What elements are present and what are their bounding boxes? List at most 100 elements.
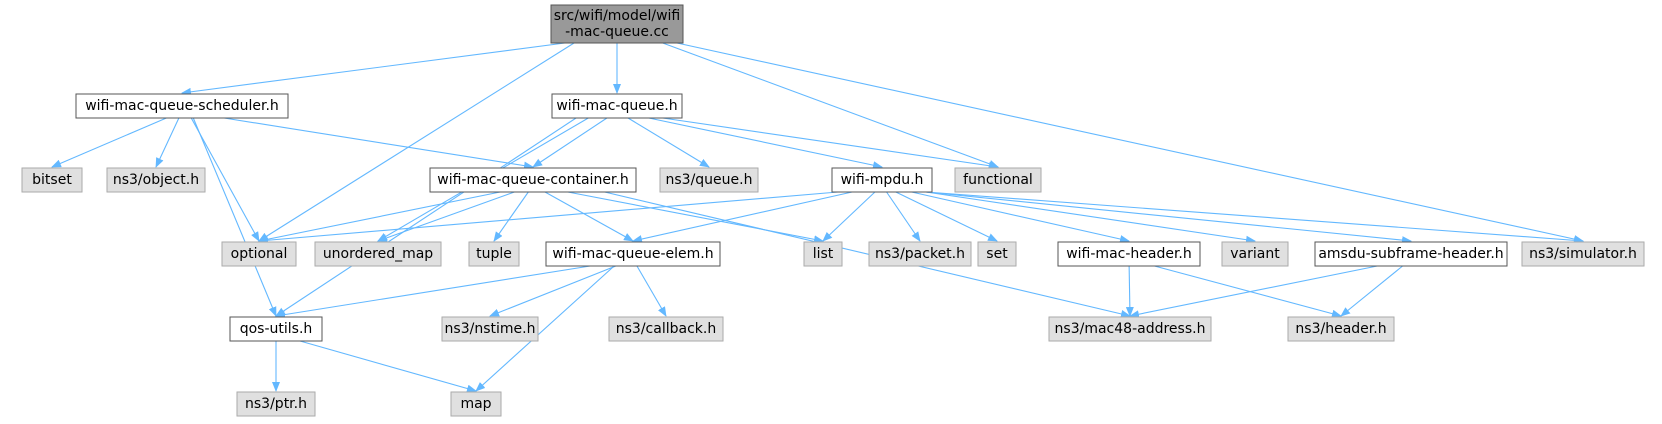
node-box-root [550, 4, 684, 44]
node-label-functional: functional [963, 172, 1033, 188]
node-box-packet [868, 241, 972, 267]
node-nstime: ns3/nstime.h [441, 316, 539, 342]
node-label-machdr: wifi-mac-header.h [1066, 246, 1192, 262]
node-label-simulator: ns3/simulator.h [1529, 246, 1637, 262]
node-box-elem [545, 241, 721, 267]
edge-machdr-to-mac48 [1125, 265, 1134, 317]
node-bitset: bitset [21, 167, 83, 193]
edge-container-to-umap [377, 191, 515, 242]
edge-sched-to-container [224, 117, 534, 170]
node-object: ns3/object.h [106, 167, 206, 193]
edge-mpdu-to-variant [925, 191, 1256, 244]
node-root[interactable]: src/wifi/model/wifi-mac-queue.cc [550, 4, 684, 44]
node-list: list [803, 241, 843, 267]
edges-layer [51, 42, 1584, 393]
node-label-tuple: tuple [476, 246, 512, 262]
edge-container-to-optional [258, 191, 501, 244]
node-label-list: list [813, 246, 834, 262]
node-box-tuple [468, 241, 520, 267]
edge-container-to-elem [544, 191, 634, 242]
node-sched[interactable]: wifi-mac-queue-scheduler.h [75, 93, 289, 119]
node-label-root-1: -mac-queue.cc [565, 24, 669, 40]
node-label-elem: wifi-mac-queue-elem.h [552, 246, 713, 262]
node-box-set [977, 241, 1017, 267]
edge-mpdu-to-set [895, 191, 998, 242]
node-box-callback [608, 316, 724, 342]
node-box-map [450, 391, 502, 417]
edge-elem-to-nstime [489, 265, 617, 317]
node-mac48: ns3/mac48-address.h [1048, 316, 1212, 342]
node-label-root-0: src/wifi/model/wifi [554, 8, 681, 24]
edge-mpdu-to-optional [258, 191, 839, 245]
node-box-nstime [441, 316, 539, 342]
node-box-amsdu [1314, 241, 1508, 267]
node-label-qos: qos-utils.h [240, 321, 313, 337]
node-qos[interactable]: qos-utils.h [229, 316, 323, 342]
node-mpdu[interactable]: wifi-mpdu.h [831, 167, 933, 193]
node-label-variant: variant [1230, 246, 1280, 262]
node-box-queue [551, 93, 683, 119]
edge-container-to-mac48 [604, 191, 1131, 318]
node-amsdu[interactable]: amsdu-subframe-header.h [1314, 241, 1508, 267]
node-box-ptr [236, 391, 316, 417]
node-variant: variant [1221, 241, 1289, 267]
node-label-optional: optional [231, 246, 288, 262]
edge-sched-to-qos [192, 117, 277, 317]
node-ptr: ns3/ptr.h [236, 391, 316, 417]
edge-mpdu-to-packet [886, 191, 921, 242]
node-container[interactable]: wifi-mac-queue-container.h [429, 167, 637, 193]
edge-mpdu-to-simulator [925, 191, 1584, 245]
node-label-sched: wifi-mac-queue-scheduler.h [85, 98, 279, 114]
edge-elem-to-qos [275, 265, 591, 319]
edge-machdr-to-header [1154, 265, 1342, 318]
node-label-mpdu: wifi-mpdu.h [841, 172, 924, 188]
node-machdr[interactable]: wifi-mac-header.h [1057, 241, 1201, 267]
node-label-ns3queue: ns3/queue.h [666, 172, 753, 188]
edge-sched-to-bitset [51, 117, 167, 168]
edge-queue-to-qos [275, 117, 577, 317]
node-umap: unordered_map [314, 241, 442, 267]
nodes-layer: src/wifi/model/wifi-mac-queue.cc wifi-mac… [21, 4, 1645, 417]
node-packet: ns3/packet.h [868, 241, 972, 267]
node-label-amsdu: amsdu-subframe-header.h [1318, 246, 1503, 262]
node-label-packet: ns3/packet.h [875, 246, 965, 262]
edge-amsdu-to-mac48 [1129, 265, 1378, 319]
node-label-queue: wifi-mac-queue.h [556, 98, 677, 114]
edge-elem-to-map [475, 265, 615, 392]
node-label-callback: ns3/callback.h [616, 321, 716, 337]
edge-root-to-functional [662, 42, 999, 168]
node-box-variant [1221, 241, 1289, 267]
edge-root-to-optional [258, 42, 575, 242]
node-label-map: map [460, 396, 491, 412]
node-label-bitset: bitset [32, 172, 72, 188]
node-optional: optional [221, 241, 297, 267]
node-functional: functional [954, 167, 1042, 193]
node-elem[interactable]: wifi-mac-queue-elem.h [545, 241, 721, 267]
edge-queue-to-functional [662, 117, 999, 170]
node-box-mpdu [831, 167, 933, 193]
edge-queue-to-ns3queue [627, 117, 710, 168]
node-label-mac48: ns3/mac48-address.h [1055, 321, 1206, 337]
node-header: ns3/header.h [1287, 316, 1395, 342]
node-box-machdr [1057, 241, 1201, 267]
node-label-nstime: ns3/nstime.h [445, 321, 536, 337]
node-box-header [1287, 316, 1395, 342]
node-box-bitset [21, 167, 83, 193]
node-box-qos [229, 316, 323, 342]
node-box-sched [75, 93, 289, 119]
edge-mpdu-to-amsdu [925, 191, 1412, 245]
node-label-container: wifi-mac-queue-container.h [437, 172, 628, 188]
node-box-container [429, 167, 637, 193]
node-simulator: ns3/simulator.h [1521, 241, 1645, 267]
edge-qos-to-map [299, 340, 477, 393]
node-box-object [106, 167, 206, 193]
edge-queue-to-mpdu [648, 117, 883, 170]
edge-queue-to-container [532, 117, 608, 168]
node-label-umap: unordered_map [323, 246, 433, 262]
node-label-header: ns3/header.h [1295, 321, 1386, 337]
node-box-mac48 [1048, 316, 1212, 342]
node-label-object: ns3/object.h [113, 172, 199, 188]
node-queue[interactable]: wifi-mac-queue.h [551, 93, 683, 119]
edge-sched-to-object [155, 117, 180, 168]
